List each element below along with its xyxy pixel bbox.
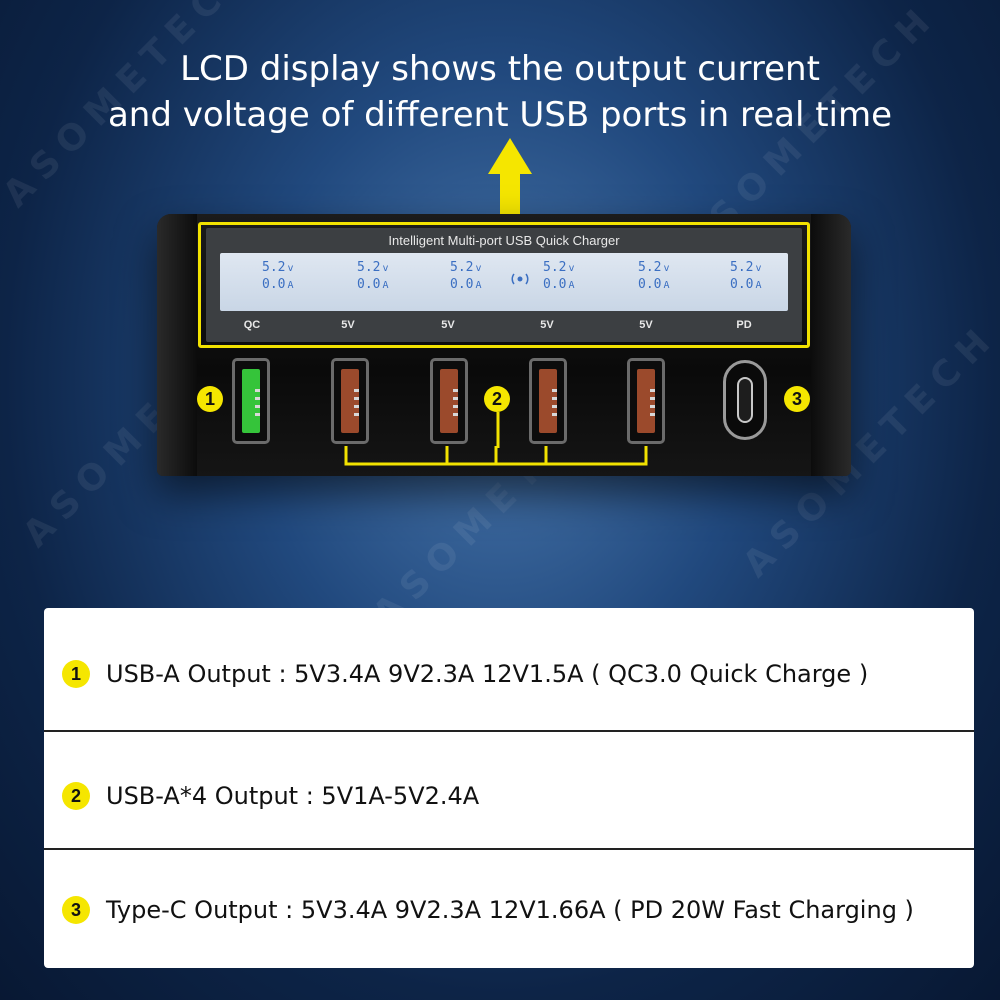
lcd-title: Intelligent Multi-port USB Quick Charger [388, 233, 620, 248]
spec-text: USB-A Output : 5V3.4A 9V2.3A 12V1.5A ( Q… [106, 660, 869, 688]
bracket-stem [496, 412, 500, 448]
port-label-pd: PD [736, 319, 752, 331]
spec-text: USB-A*4 Output : 5V1A-5V2.4A [106, 782, 480, 810]
usb-a-port [430, 358, 468, 444]
usb-c-port [723, 360, 767, 440]
usb-a-port [529, 358, 567, 444]
badge-2: 2 [484, 386, 510, 412]
spec-panel: 1 USB-A Output : 5V3.4A 9V2.3A 12V1.5A (… [44, 608, 974, 968]
spec-row-usb-a-4: 2 USB-A*4 Output : 5V1A-5V2.4A [44, 782, 974, 810]
lcd-panel: Intelligent Multi-port USB Quick Charger… [206, 228, 802, 342]
up-arrow-icon [488, 138, 532, 228]
port-label-5v: 5V [341, 319, 355, 331]
port-label-5v: 5V [441, 319, 455, 331]
headline-line-2: and voltage of different USB ports in re… [107, 95, 893, 135]
badge-1: 1 [197, 386, 223, 412]
signal-icon [511, 273, 529, 285]
spec-number-badge: 2 [62, 782, 90, 810]
divider [44, 848, 974, 850]
spec-row-type-c: 3 Type-C Output : 5V3.4A 9V2.3A 12V1.66A… [44, 896, 974, 924]
port-label-5v: 5V [540, 319, 554, 331]
spec-number-badge: 3 [62, 896, 90, 924]
lcd-highlight-frame [198, 222, 810, 348]
port-label-qc: QC [243, 319, 261, 331]
headline: LCD display shows the output current and… [0, 46, 1000, 138]
spec-row-usb-a-qc: 1 USB-A Output : 5V3.4A 9V2.3A 12V1.5A (… [44, 660, 974, 688]
divider [44, 730, 974, 732]
usb-a-port-qc [232, 358, 270, 444]
spec-text: Type-C Output : 5V3.4A 9V2.3A 12V1.66A (… [106, 896, 914, 924]
port-label-5v: 5V [639, 319, 653, 331]
headline-line-1: LCD display shows the output current [180, 49, 820, 89]
port-group-bracket [344, 446, 648, 466]
spec-number-badge: 1 [62, 660, 90, 688]
badge-3: 3 [784, 386, 810, 412]
usb-a-port [331, 358, 369, 444]
usb-a-port [627, 358, 665, 444]
